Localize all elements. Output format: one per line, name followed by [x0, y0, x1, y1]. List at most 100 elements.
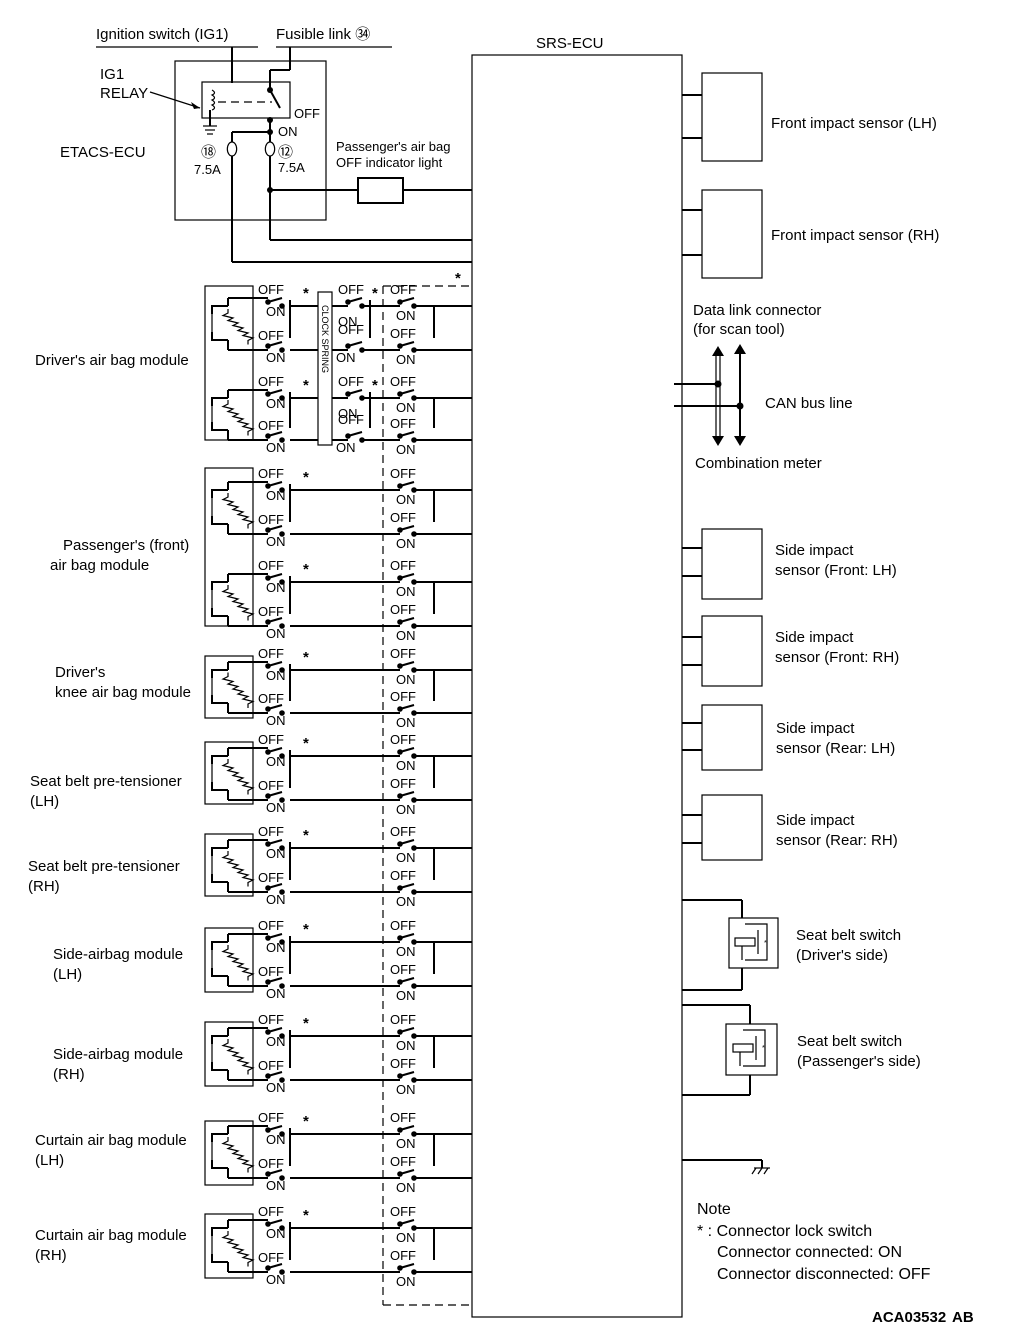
clock-spring [317, 291, 333, 446]
switch-on-label: ON [266, 440, 286, 455]
switch-off-label: OFF [390, 824, 416, 839]
fuse-18-icon [226, 141, 238, 157]
switch-on-label: ON [266, 350, 286, 365]
switch-off-label: OFF [390, 1056, 416, 1071]
side-rear-lh-label-1: Side impact [776, 720, 855, 737]
dlc-label-2: (for scan tool) [693, 321, 785, 338]
module-pas: Passenger's (front)air bag moduleOFFONOF… [50, 466, 472, 643]
module-sblh-label-2: (LH) [30, 793, 59, 810]
module-knee-box [204, 655, 254, 719]
lock-switch-star: * [303, 827, 309, 844]
lock-switch-star: * [303, 1207, 309, 1224]
switch-on-label: ON [396, 492, 416, 507]
switch-off-label: OFF [390, 1154, 416, 1169]
switch-off-label: OFF [258, 512, 284, 527]
front-impact-sensor-rh [682, 189, 763, 279]
switch-off-label: OFF [338, 412, 364, 427]
module-carh-label-1: Curtain air bag module [35, 1227, 187, 1244]
switch-on-label: ON [338, 314, 358, 329]
side-rear-rh-label-1: Side impact [776, 812, 855, 829]
switch-on-label: ON [336, 440, 356, 455]
squib-resistor-icon [221, 851, 255, 887]
squib-resistor-icon [221, 759, 255, 795]
switch-off-label: OFF [258, 1110, 284, 1125]
side-rear-lh-label-2: sensor (Rear: LH) [776, 740, 895, 757]
switch-on-label: ON [266, 986, 286, 1001]
switch-on-label: ON [266, 754, 286, 769]
passenger-airbag-off-indicator [357, 177, 404, 204]
svg-text:*: * [762, 1045, 765, 1052]
side-impact-sensor-rear-rh [682, 794, 763, 861]
switch-on-label: ON [396, 584, 416, 599]
switch-off-label: OFF [390, 1248, 416, 1263]
lock-switch-star: * [303, 649, 309, 666]
switch-off-label: OFF [390, 1110, 416, 1125]
switch-off-label: OFF [258, 1250, 284, 1265]
fuse-18-amp: 7.5A [194, 162, 221, 177]
module-sarh: Side-airbag module(RH)OFFONOFFON*OFFONOF… [53, 1012, 472, 1097]
switch-on-label: ON [336, 350, 356, 365]
indicator-label-2: OFF indicator light [336, 155, 443, 170]
switch-off-label: OFF [258, 282, 284, 297]
side-impact-sensor-front-lh [682, 528, 763, 600]
module-drv-label-1: Driver's air bag module [35, 352, 189, 369]
module-sbrh-box [204, 833, 254, 897]
note-heading: Note [697, 1201, 731, 1218]
clock-spring-label: CLOCK SPRING [320, 305, 330, 373]
switch-on-label: ON [266, 1226, 286, 1241]
switch-on-label: ON [266, 580, 286, 595]
lock-switch-star: * [303, 469, 309, 486]
side-rear-rh-label-2: sensor (Rear: RH) [776, 832, 898, 849]
lock-switch-star: * [303, 285, 309, 302]
ig1-relay-label-2: RELAY [100, 85, 148, 102]
switch-on-label: ON [396, 1038, 416, 1053]
switch-on-label: ON [266, 1080, 286, 1095]
figure-code-suffix: AB [952, 1309, 974, 1326]
module-calh: Curtain air bag module(LH)OFFONOFFON*OFF… [35, 1110, 472, 1195]
switch-on-label: ON [396, 802, 416, 817]
side-front-rh-label-2: sensor (Front: RH) [775, 649, 899, 666]
squib-resistor-icon [221, 585, 255, 621]
sbs-passenger-label-2: (Passenger's side) [797, 1053, 921, 1070]
switch-off-label: OFF [390, 646, 416, 661]
seat-belt-switch-passenger: * [682, 1004, 778, 1096]
module-salh-box [204, 927, 254, 993]
module-knee-label-1: Driver's [55, 664, 105, 681]
module-drv: Driver's air bag moduleOFFONOFFON*OFFONO… [35, 282, 472, 457]
can-bus-lines [674, 344, 746, 446]
note-line-2: Connector connected: ON [717, 1244, 902, 1261]
indicator-label-1: Passenger's air bag [336, 139, 451, 154]
switch-off-label: OFF [390, 602, 416, 617]
switch-off-label: OFF [258, 646, 284, 661]
switch-off-label: OFF [258, 870, 284, 885]
switch-off-label: OFF [258, 1204, 284, 1219]
side-front-rh-label-1: Side impact [775, 629, 854, 646]
module-sbrh: Seat belt pre-tensioner(RH)OFFONOFFON*OF… [28, 824, 472, 909]
lock-switch-star: * [303, 1113, 309, 1130]
module-calh-box [204, 1120, 254, 1186]
lock-switch-star: * [455, 270, 461, 287]
switch-off-label: OFF [258, 604, 284, 619]
switch-on-label: ON [396, 758, 416, 773]
switch-off-label: OFF [390, 282, 416, 297]
note-line-3: Connector disconnected: OFF [717, 1266, 931, 1283]
module-sbrh-label-2: (RH) [28, 878, 60, 895]
switch-off-label: OFF [390, 416, 416, 431]
switch-on-label: ON [396, 1274, 416, 1289]
module-sblh-label-1: Seat belt pre-tensioner [30, 773, 182, 790]
switch-on-label: ON [396, 442, 416, 457]
fuse-18-number: ⑱ [201, 144, 216, 161]
relay-on-label: ON [278, 124, 298, 139]
squib-resistor-icon [221, 672, 255, 708]
switch-off-label: OFF [390, 1204, 416, 1219]
switch-off-label: OFF [258, 918, 284, 933]
combination-meter-label: Combination meter [695, 455, 822, 472]
sbs-driver-label-2: (Driver's side) [796, 947, 888, 964]
lock-switch-star: * [303, 1015, 309, 1032]
squib-resistor-icon [221, 493, 255, 529]
etacs-ecu-box [174, 60, 327, 221]
switch-on-label: ON [396, 1180, 416, 1195]
squib-resistor-icon [221, 1137, 255, 1173]
